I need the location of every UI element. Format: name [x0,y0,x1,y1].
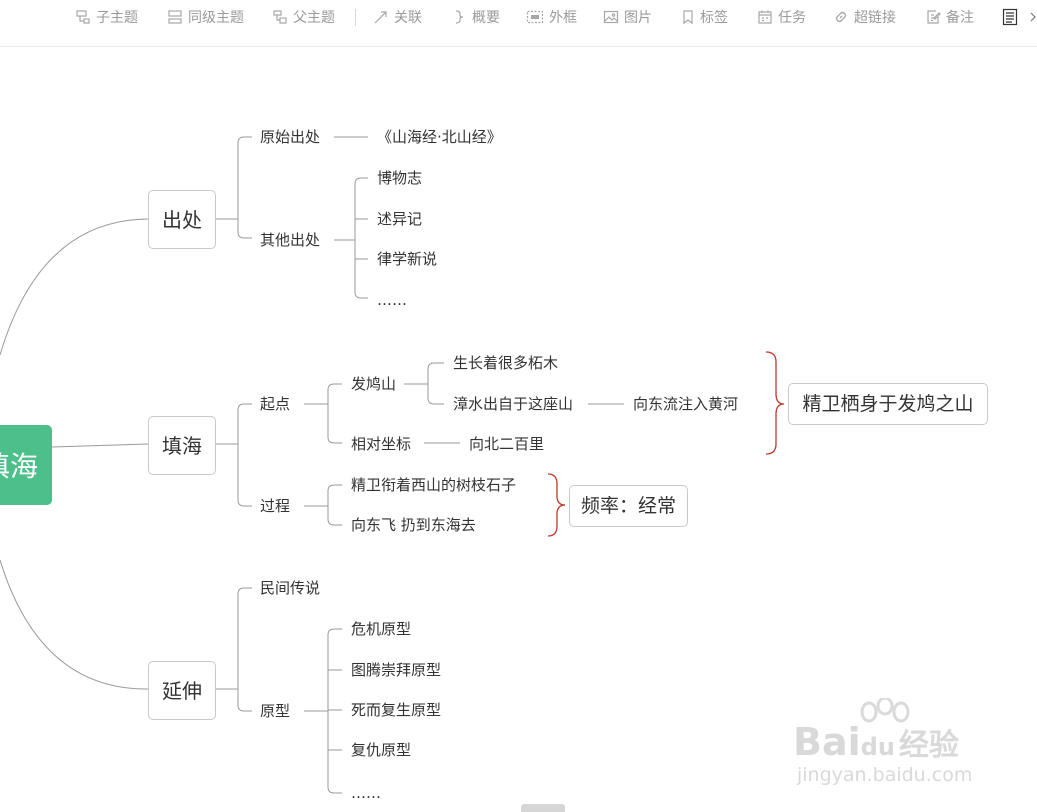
topic-start-point[interactable]: 起点 [260,395,291,413]
topic-archetype-more[interactable]: …… [351,784,381,802]
image-icon [603,10,619,23]
chevron-right-icon [1030,12,1036,21]
toolbar-boundary-button[interactable]: 外框 [526,0,577,33]
toolbar-outline-panel-button[interactable] [1002,0,1023,33]
topic-zhe-trees[interactable]: 生长着很多柘木 [453,354,559,372]
subtopic-icon [76,9,90,24]
relation-icon [374,10,387,23]
topic-carry-stones[interactable]: 精卫衔着西山的树枝石子 [351,476,517,494]
topic-original-source[interactable]: 原始出处 [260,128,321,146]
topic-folk-legend[interactable]: 民间传说 [260,579,321,597]
label-icon [683,9,693,24]
task-icon [758,10,772,24]
topic-process[interactable]: 过程 [260,497,291,515]
horizontal-scrollbar-thumb[interactable] [521,804,565,812]
toolbar-summary-button[interactable]: 概要 [453,0,500,33]
topic-other-source-3[interactable]: 律学新说 [377,250,438,268]
toolbar-task-button[interactable]: 任务 [757,0,806,33]
toolbar-parent-topic-button[interactable]: 父主题 [272,0,335,33]
topic-yellow-river[interactable]: 向东流注入黄河 [633,395,739,413]
topic-fajiu-mountain[interactable]: 发鸠山 [351,375,397,393]
topic-other-source-more[interactable]: …… [377,291,407,309]
toolbar-image-button[interactable]: 图片 [603,0,652,33]
toolbar-sibling-topic-button[interactable]: 同级主题 [167,0,244,33]
topic-other-source-2[interactable]: 述异记 [377,210,423,228]
topic-archetype-totem[interactable]: 图腾崇拜原型 [351,661,442,679]
toolbar-separator [355,9,356,26]
topic-fly-east[interactable]: 向东飞 扔到东海去 [351,516,476,534]
sibling-topic-icon [168,9,182,24]
toolbar-relation-button[interactable]: 关联 [373,0,422,33]
topic-archetype-crisis[interactable]: 危机原型 [351,620,412,638]
note-icon [927,9,941,24]
summary-icon [455,9,464,24]
topic-shanhaijing[interactable]: 《山海经·北山经》 [377,128,502,146]
main-topic-source[interactable]: 出处 [148,190,216,249]
summary-topic-dwelling[interactable]: 精卫栖身于发鸠之山 [788,383,988,425]
outline-panel-icon [1002,8,1018,25]
hyperlink-icon [835,11,847,22]
central-topic[interactable]: 填海 [0,425,52,505]
toolbar-label-button[interactable]: 标签 [681,0,728,33]
main-topic-extension[interactable]: 延伸 [148,661,216,720]
toolbar-note-button[interactable]: 备注 [925,0,974,33]
toolbar-hyperlink-button[interactable]: 超链接 [833,0,896,33]
summary-topic-frequency[interactable]: 频率：经常 [569,485,688,527]
toolbar: 子主题 同级主题 父主题 关联 概要 外框 图片 标签 任务 超链接 备注 [0,0,1037,47]
toolbar-more-button[interactable] [1029,0,1037,33]
topic-archetype-rebirth[interactable]: 死而复生原型 [351,701,442,719]
main-topic-fill-sea[interactable]: 填海 [148,416,216,475]
toolbar-subtopic-button[interactable]: 子主题 [75,0,138,33]
topic-archetype-revenge[interactable]: 复仇原型 [351,741,412,759]
topic-relative-coords[interactable]: 相对坐标 [351,435,412,453]
boundary-icon [526,10,544,23]
summary-brace-2 [547,473,566,537]
topic-other-sources[interactable]: 其他出处 [260,231,321,249]
parent-topic-icon [273,9,287,24]
topic-archetype[interactable]: 原型 [260,702,291,720]
topic-zhang-river[interactable]: 漳水出自于这座山 [453,395,574,413]
topic-other-source-1[interactable]: 博物志 [377,169,423,187]
summary-brace-1 [765,351,785,455]
topic-north-200li[interactable]: 向北二百里 [469,435,545,453]
